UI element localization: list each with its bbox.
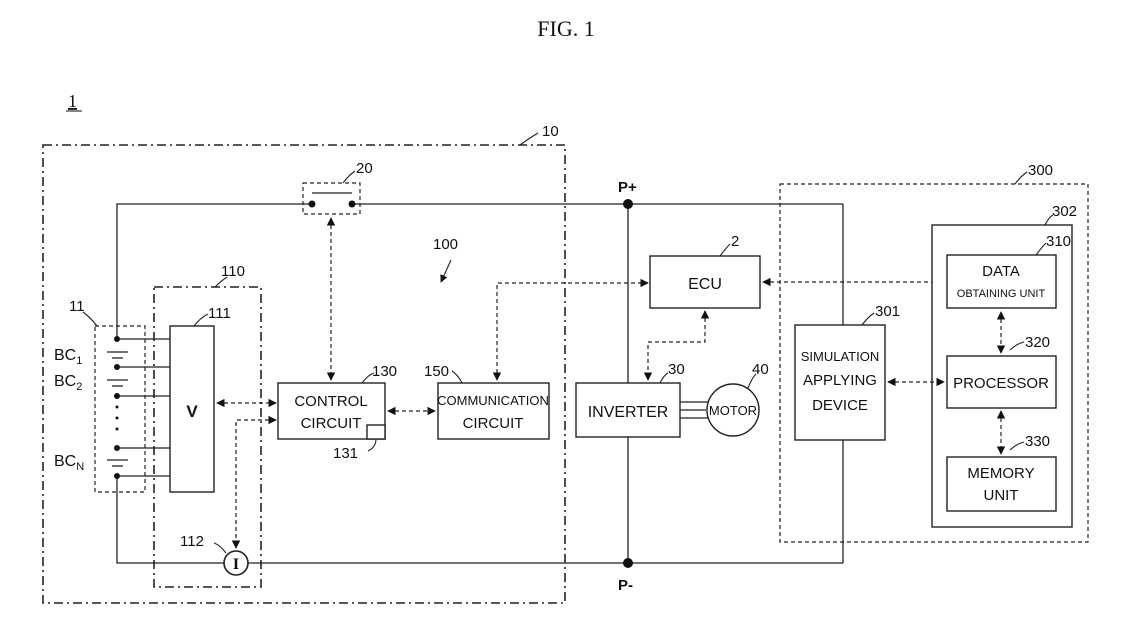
control-circuit-ref: 130 [372, 363, 397, 380]
communication-circuit-line2: CIRCUIT [463, 415, 524, 432]
control-circuit-line2: CIRCUIT [301, 415, 362, 432]
inverter-leader [660, 373, 668, 383]
p-plus-label: P+ [618, 179, 637, 196]
motor-ref: 40 [752, 361, 769, 378]
relay-box [303, 183, 360, 214]
figure-title: FIG. 1 [537, 16, 594, 41]
cell-stack-leader [83, 312, 97, 326]
simulation-device-line1: SIMULATION [801, 349, 880, 364]
control-memory-box [367, 425, 385, 439]
cell-stack-box [95, 326, 145, 492]
control-memory-leader [368, 439, 376, 451]
inverter-label: INVERTER [588, 404, 669, 421]
simulation-device-line2: APPLYING [803, 372, 877, 389]
inverter-ref: 30 [668, 361, 685, 378]
cell-label-bcn: BCN [54, 453, 84, 473]
simulation-device-ref: 301 [875, 303, 900, 320]
current-sensor-label: I [233, 556, 239, 573]
cell-ellipsis-dot-2 [116, 417, 119, 420]
communication-circuit-leader [452, 371, 462, 383]
cell-node-top [114, 336, 120, 342]
apparatus-ref: 302 [1052, 203, 1077, 220]
management-ref: 100 [433, 236, 458, 253]
cell-label-bc2: BC2 [54, 373, 82, 393]
battery-pack-leader [520, 133, 538, 145]
memory-unit-ref: 330 [1025, 433, 1050, 450]
simulation-system-ref: 300 [1028, 162, 1053, 179]
ecu-leader [720, 244, 730, 256]
relay-leader [343, 171, 355, 183]
communication-ecu-signal [497, 283, 648, 380]
ecu-ref: 2 [731, 233, 739, 250]
p-minus-terminal-dot [623, 558, 633, 568]
voltage-sensor-leader [194, 314, 208, 326]
control-memory-ref: 131 [333, 445, 358, 462]
communication-circuit-ref: 150 [424, 363, 449, 380]
voltage-sensor-label: V [186, 402, 198, 421]
cell-stack-ref: 11 [69, 298, 85, 315]
cell-ellipsis-dot-1 [116, 406, 119, 409]
memory-unit-line2: UNIT [984, 487, 1019, 504]
relay-terminal-right [349, 201, 356, 208]
processor-ref: 320 [1025, 334, 1050, 351]
ecu-label: ECU [688, 276, 722, 293]
voltage-sensor-ref: 111 [208, 305, 231, 322]
cell-ellipsis-dot-3 [116, 428, 119, 431]
cell-node-4 [114, 445, 120, 451]
battery-pack-ref: 10 [542, 123, 559, 140]
system-ref-label: 1 [68, 91, 77, 111]
control-circuit-line1: CONTROL [294, 393, 367, 410]
motor-label: MOTOR [709, 403, 757, 418]
cell-node-bottom [114, 473, 120, 479]
processor-label: PROCESSOR [953, 375, 1049, 392]
relay-terminal-left [309, 201, 316, 208]
data-obtaining-ref: 310 [1046, 233, 1071, 250]
simulation-system-leader [1015, 172, 1027, 184]
current-sensor-leader [214, 543, 226, 553]
simulation-device-line3: DEVICE [812, 397, 868, 414]
communication-circuit-line1: COMMUNICATION [437, 393, 549, 408]
current-control-signal [236, 420, 276, 548]
cell-node-3 [114, 393, 120, 399]
sensing-unit-ref: 110 [221, 263, 245, 280]
cell-node-2 [114, 364, 120, 370]
current-sensor-ref: 112 [180, 533, 204, 550]
cell-label-bc1: BC1 [54, 347, 82, 367]
data-obtaining-line2: OBTAINING UNIT [957, 288, 1046, 300]
p-plus-terminal-dot [623, 199, 633, 209]
p-minus-label: P- [618, 577, 633, 594]
simulation-device-leader [862, 313, 874, 325]
management-arrow [441, 260, 451, 282]
data-obtaining-line1: DATA [982, 263, 1020, 280]
memory-unit-line1: MEMORY [967, 465, 1034, 482]
relay-ref: 20 [356, 160, 373, 177]
